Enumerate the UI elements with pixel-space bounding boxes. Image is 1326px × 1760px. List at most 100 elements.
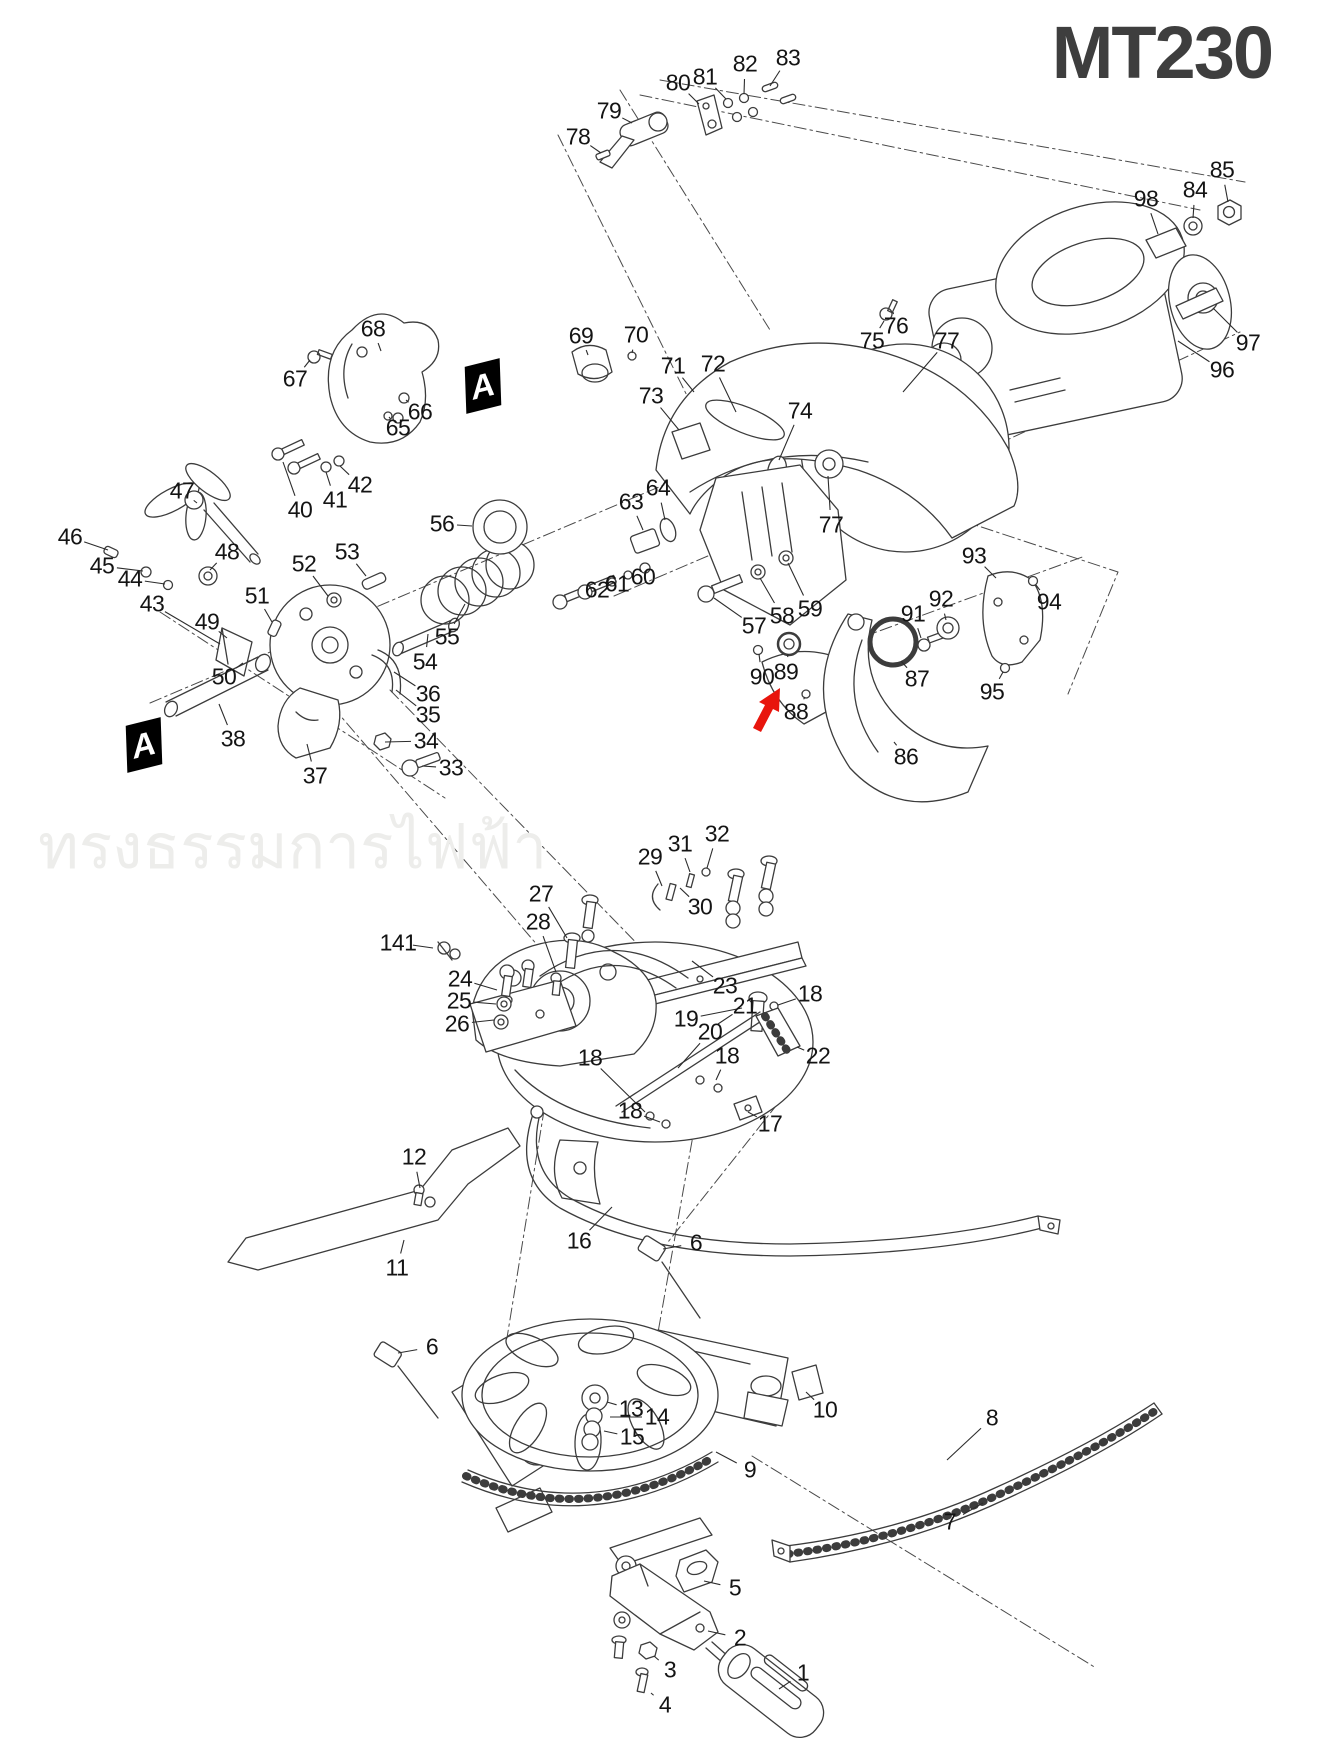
curved-band-part: [526, 1105, 1061, 1257]
part-label-21: 21: [732, 992, 758, 1019]
part-label-47: 47: [169, 477, 195, 504]
leader-line-28: [542, 935, 557, 973]
part-label-53: 53: [334, 538, 360, 565]
leader-line-48: [209, 562, 218, 571]
part-label-56: 56: [429, 510, 455, 537]
leader-line-41: [325, 471, 331, 486]
part-label-77: 77: [934, 327, 960, 354]
highlight-arrow-icon: [753, 688, 780, 732]
part-label-5: 5: [728, 1574, 742, 1601]
leader-line-37: [306, 743, 312, 762]
leader-line-38: [218, 703, 228, 726]
leader-line-32: [706, 848, 714, 869]
leader-line-72: [718, 377, 737, 413]
part-label-98: 98: [1133, 185, 1159, 212]
leader-line-68: [377, 342, 382, 352]
leader-line-93: [984, 566, 997, 579]
part-label-64: 64: [645, 474, 671, 501]
leader-line-79: [622, 117, 633, 124]
scale-segment-part: [771, 1402, 1163, 1563]
part-label-6: 6: [689, 1229, 703, 1256]
leader-line-49: [218, 630, 228, 639]
part-label-23: 23: [712, 972, 738, 999]
leader-line-3: [653, 1655, 660, 1661]
gear-housing-parts: [163, 499, 535, 777]
part-label-31: 31: [667, 830, 693, 857]
part-label-81: 81: [692, 63, 718, 90]
part-label-73: 73: [638, 382, 664, 409]
part-label-43: 43: [139, 590, 165, 617]
leader-line-62: [607, 584, 611, 587]
part-label-85: 85: [1209, 156, 1235, 183]
leader-line-10: [805, 1391, 815, 1401]
part-label-4: 4: [658, 1691, 672, 1718]
leader-line-57: [713, 597, 743, 618]
lock-knob-parts: [103, 462, 261, 677]
part-label-54: 54: [412, 648, 438, 675]
part-label-49: 49: [194, 608, 220, 635]
part-label-52: 52: [291, 550, 317, 577]
part-label-76: 76: [883, 312, 909, 339]
part-label-3: 3: [663, 1656, 677, 1683]
leader-line-24: [474, 982, 498, 991]
turntable-parts: [437, 855, 814, 1205]
leader-line-70: [631, 349, 634, 354]
leader-line-92: [943, 613, 947, 621]
leader-line-21: [717, 1013, 733, 1025]
part-label-90: 90: [749, 663, 775, 690]
part-label-25: 25: [446, 987, 472, 1014]
leader-line-82: [743, 78, 746, 95]
part-label-77: 77: [818, 511, 844, 538]
part-label-84: 84: [1182, 176, 1208, 203]
part-label-42: 42: [347, 471, 373, 498]
part-label-18: 18: [797, 980, 823, 1007]
stopper-lever-parts: [595, 81, 797, 169]
leader-line-23: [691, 960, 714, 978]
leader-line-84: [1192, 204, 1195, 219]
part-label-2: 2: [733, 1624, 747, 1651]
leader-line-54: [426, 633, 429, 648]
part-label-12: 12: [401, 1143, 427, 1170]
leader-line-97: [1212, 307, 1238, 333]
leader-line-80: [688, 93, 700, 105]
clamp-knob-parts: [373, 1235, 701, 1419]
leader-line-96: [1177, 340, 1210, 363]
part-label-78: 78: [565, 123, 591, 150]
leader-line-16: [589, 1206, 613, 1231]
part-label-83: 83: [775, 44, 801, 71]
leader-line-81: [714, 87, 727, 100]
part-label-15: 15: [619, 1423, 645, 1450]
leader-line-36: [393, 671, 416, 687]
part-label-50: 50: [211, 663, 237, 690]
leader-line-9: [715, 1451, 738, 1464]
part-label-58: 58: [769, 602, 795, 629]
leader-line-65: [388, 416, 391, 419]
part-label-79: 79: [596, 97, 622, 124]
leader-line-90: [758, 653, 761, 663]
part-label-24: 24: [447, 965, 473, 992]
leader-line-86: [893, 741, 898, 746]
part-label-29: 29: [637, 843, 663, 870]
leader-line-66: [405, 399, 409, 403]
part-label-51: 51: [244, 582, 270, 609]
leader-line-5: [703, 1580, 721, 1586]
lower-guard-parts: [752, 571, 1044, 803]
guard-bracket-parts: [271, 313, 440, 475]
leader-line-31: [684, 857, 691, 873]
leader-line-87: [900, 660, 908, 669]
leader-line-74: [778, 424, 795, 461]
part-label-33: 33: [438, 754, 464, 781]
part-label-44: 44: [117, 565, 143, 592]
part-label-37: 37: [302, 762, 328, 789]
leader-line-40: [282, 461, 296, 497]
part-label-80: 80: [665, 69, 691, 96]
model-title: MT230: [1051, 11, 1274, 94]
part-label-19: 19: [673, 1005, 699, 1032]
part-label-60: 60: [630, 563, 656, 590]
leader-line-17: [747, 1111, 758, 1118]
leader-line-18: [643, 1115, 661, 1123]
part-label-71: 71: [660, 352, 686, 379]
part-label-97: 97: [1235, 329, 1261, 356]
part-label-18: 18: [577, 1044, 603, 1071]
